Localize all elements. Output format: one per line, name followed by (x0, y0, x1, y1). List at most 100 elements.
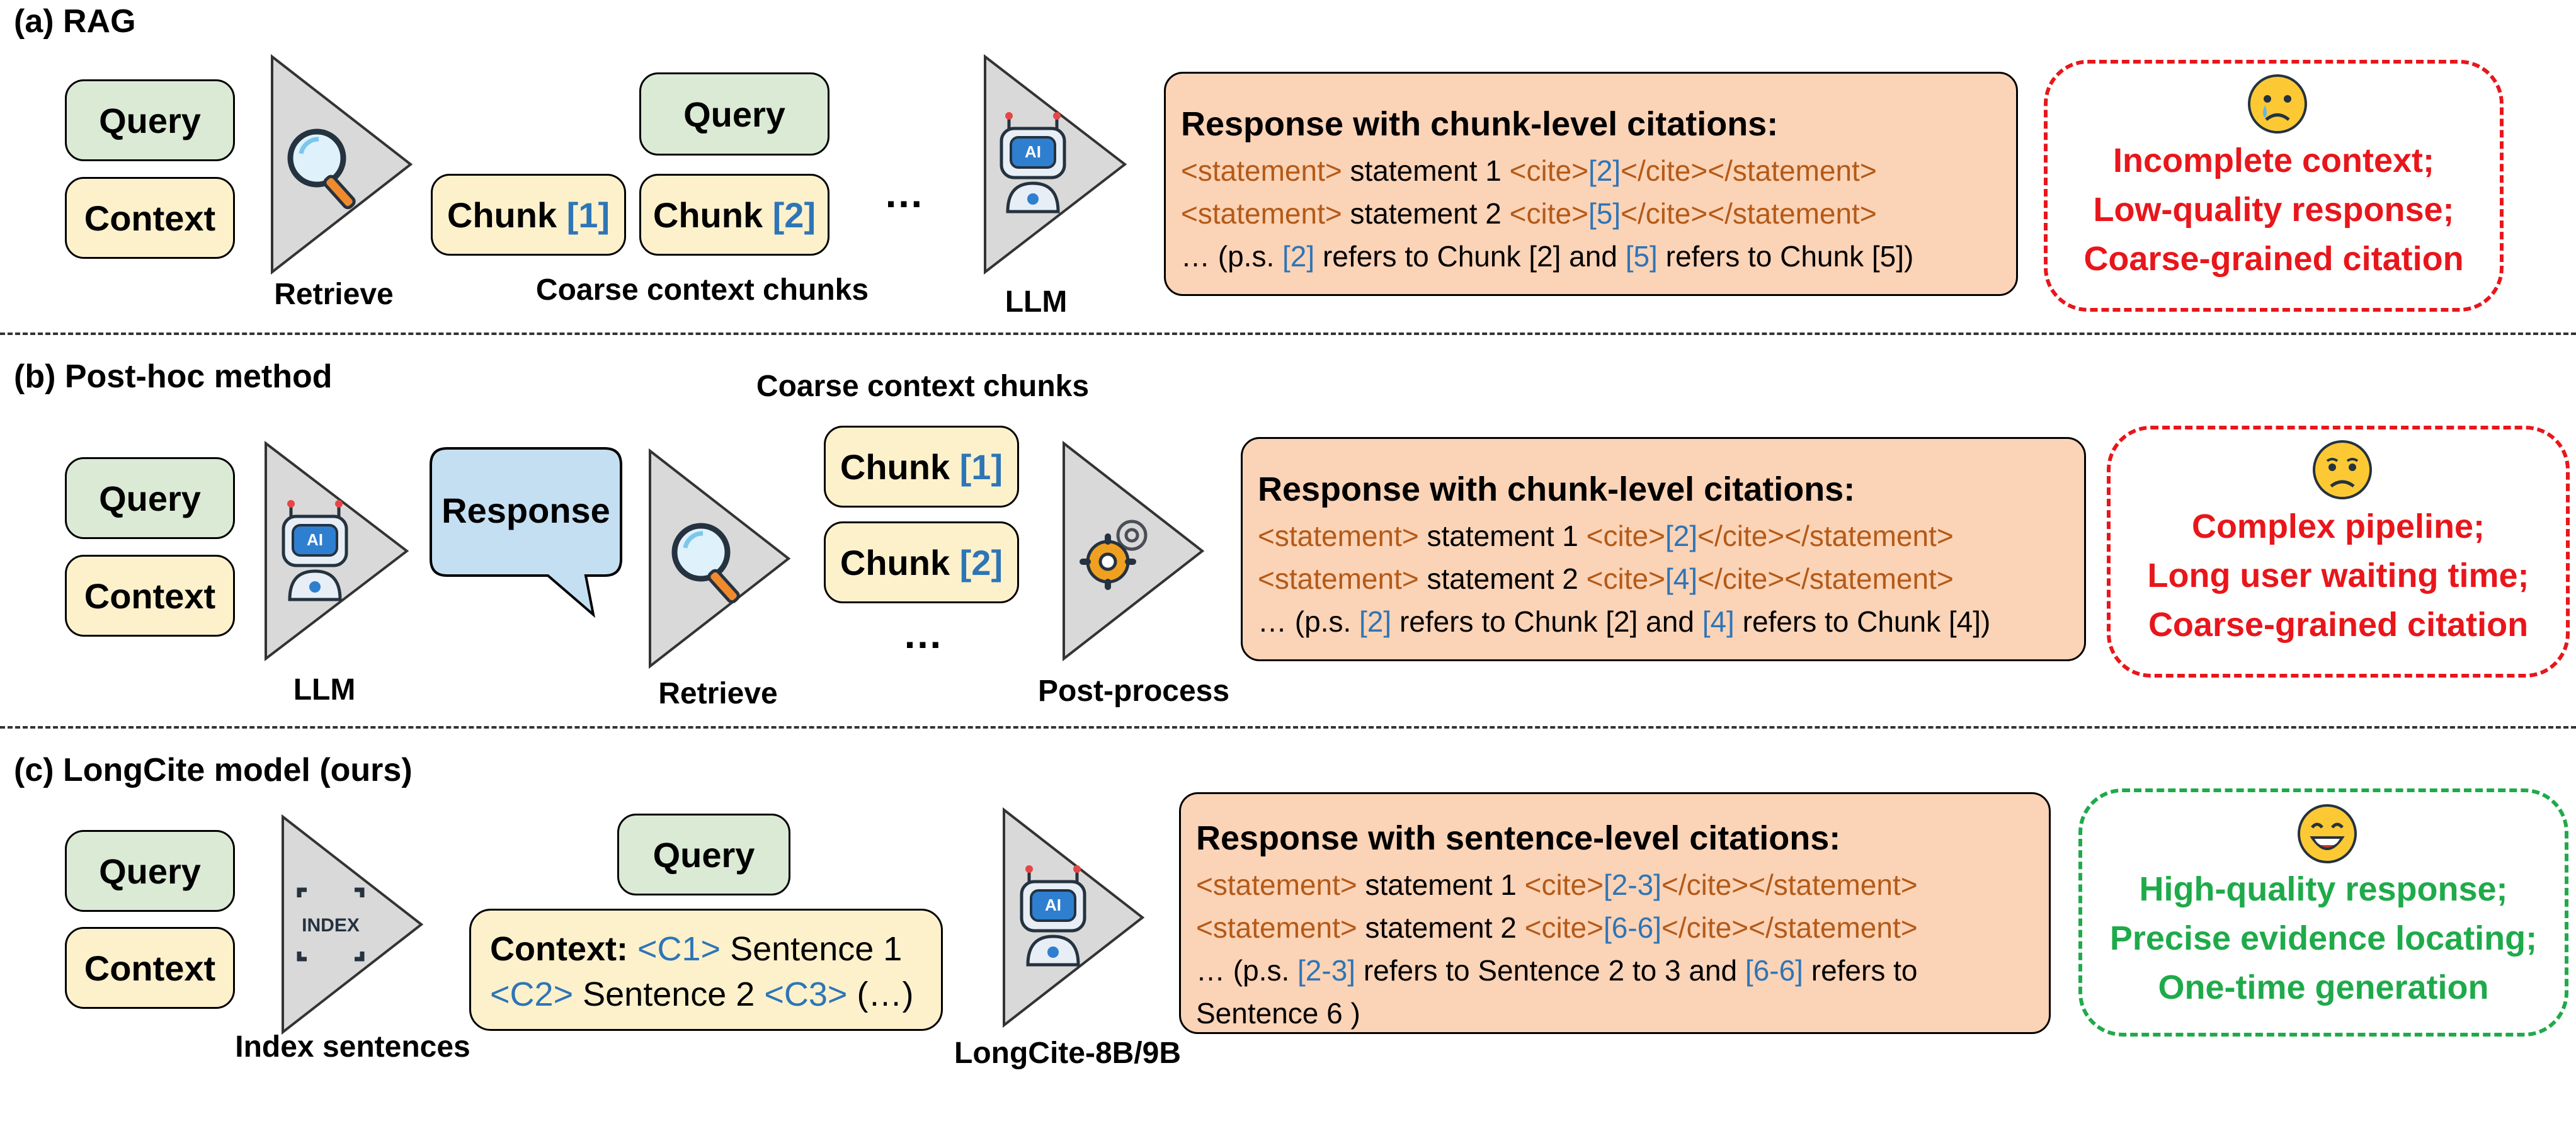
response-bubble: Response (428, 446, 624, 635)
outcome-box-negative: Incomplete context; Low-quality response… (2044, 60, 2504, 312)
outcome-box-negative: Complex pipeline; Long user waiting time… (2107, 426, 2570, 678)
svg-text:AI: AI (1025, 142, 1041, 161)
query-label: Query (683, 94, 785, 134)
retrieve-label: Retrieve (274, 278, 394, 311)
section-c-title: (c) LongCite model (ours) (14, 752, 413, 788)
response-title: Response with chunk-level citations: (1258, 470, 1855, 508)
query-box-2: Query (639, 72, 829, 156)
outcome-line: Precise evidence locating; (2109, 919, 2538, 957)
context-box: Context (65, 927, 235, 1009)
context-line-2: <C2> Sentence 2 <C3> (…) (490, 972, 941, 1017)
note-text: refers to Chunk [2] and (1391, 605, 1702, 638)
response-line-2: <statement> statement 2 <cite>[5]</cite>… (1181, 192, 2016, 235)
citation-ref: [2] (1665, 520, 1698, 552)
arrow-shape (282, 814, 424, 1035)
section-divider (0, 726, 2576, 729)
context-label: Context (84, 576, 216, 616)
section-b-title: (b) Post-hoc method (14, 358, 333, 395)
citation-ref: [2-3] (1603, 868, 1661, 901)
response-line-1: <statement> statement 1 <cite>[2]</cite>… (1181, 149, 2016, 192)
response-line-3: … (p.s. [2] refers to Chunk [2] and [4] … (1258, 600, 2084, 643)
note-text: refers to Chunk [4]) (1734, 605, 1991, 638)
retrieve-label: Retrieve (658, 677, 778, 710)
cite-tag: <cite> (1586, 520, 1665, 552)
magnifier-icon (287, 128, 356, 210)
robot-icon: AI (282, 500, 348, 601)
index-icon-text: INDEX (302, 915, 360, 936)
chunk-ref: [2] (772, 195, 816, 235)
svg-text:AI: AI (307, 530, 323, 549)
note-text: refers to Chunk [2] and (1314, 240, 1626, 273)
chunks-label: Coarse context chunks (756, 370, 1090, 403)
robot-icon: AI (1000, 112, 1066, 213)
response-line-2: <statement> statement 2 <cite>[4]</cite>… (1258, 557, 2084, 600)
llm-arrow: AI (263, 440, 409, 662)
retrieve-arrow (270, 54, 413, 275)
citation-ref: [2-3] (1297, 954, 1356, 987)
chunk-box-1: Chunk [1] (431, 174, 626, 256)
citation-ref: [5] (1588, 197, 1621, 230)
post-process-arrow (1061, 440, 1205, 662)
response-box: Response with chunk-level citations: <st… (1164, 72, 2018, 296)
outcome-line: Low-quality response; (2093, 191, 2454, 229)
index-arrow: INDEX (280, 814, 424, 1035)
chunk-ref: [1] (959, 446, 1003, 487)
response-line-2: <statement> statement 2 <cite>[6-6]</cit… (1196, 906, 2049, 949)
sentence-index: <C3> (764, 975, 848, 1013)
citation-ref: [2] (1588, 154, 1621, 187)
note-text: refers to (1803, 954, 1918, 987)
query-label: Query (99, 851, 201, 891)
statement-tag: <statement> (1181, 154, 1342, 187)
post-process-label: Post-process (1037, 674, 1230, 708)
index-icon: INDEX (297, 887, 365, 962)
svg-text:AI: AI (1045, 895, 1061, 914)
longcite-arrow: AI (1001, 807, 1145, 1028)
context-label: Context: (490, 930, 628, 968)
cite-close-tag: </cite></statement> (1697, 520, 1954, 552)
statement-tag: <statement> (1196, 911, 1357, 944)
response-line-3: … (p.s. [2-3] refers to Sentence 2 to 3 … (1196, 949, 2049, 992)
cite-close-tag: </cite></statement> (1621, 154, 1877, 187)
index-label: Index sentences (235, 1030, 470, 1064)
cite-tag: <cite> (1509, 154, 1588, 187)
context-box: Context (65, 555, 235, 637)
crying-emoji-icon (2248, 74, 2307, 134)
cite-tag: <cite> (1509, 197, 1588, 230)
magnifier-icon (671, 523, 740, 604)
laughing-emoji-icon (2298, 804, 2357, 863)
chunk-box-2: Chunk [2] (824, 521, 1019, 603)
response-line-1: <statement> statement 1 <cite>[2]</cite>… (1258, 514, 2084, 557)
retrieve-arrow (647, 448, 791, 669)
response-box: Response with sentence-level citations: … (1179, 792, 2051, 1034)
robot-icon: AI (1020, 865, 1086, 967)
outcome-line: Coarse-grained citation (2083, 240, 2464, 278)
citation-ref: [2] (1359, 605, 1392, 638)
outcome-box-positive: High-quality response; Precise evidence … (2078, 788, 2568, 1037)
chunk-label: Chunk (840, 446, 950, 487)
cite-tag: <cite> (1586, 562, 1665, 595)
llm-arrow: AI (983, 54, 1127, 275)
note-text: refers to Sentence 2 to 3 and (1355, 954, 1745, 987)
statement-text: statement 2 (1357, 911, 1525, 944)
sentence-index: <C1> (627, 930, 721, 968)
cite-close-tag: </cite></statement> (1621, 197, 1877, 230)
response-box: Response with chunk-level citations: <st… (1241, 437, 2086, 661)
query-box-2: Query (617, 814, 790, 895)
citation-ref: [6-6] (1745, 954, 1803, 987)
ellipsis: … (903, 611, 943, 657)
llm-label: LLM (293, 673, 356, 707)
statement-text: statement 1 (1418, 520, 1587, 552)
chunk-ref: [1] (566, 195, 610, 235)
note-text: … (p.s. (1258, 605, 1360, 638)
cite-close-tag: </cite></statement> (1661, 911, 1918, 944)
cite-close-tag: </cite></statement> (1661, 868, 1918, 901)
llm-label: LLM (1005, 285, 1068, 319)
note-text: … (p.s. (1196, 954, 1298, 987)
sentence-text: Sentence 1 (721, 930, 903, 968)
outcome-line: One-time generation (2158, 969, 2489, 1006)
statement-tag: <statement> (1181, 197, 1342, 230)
response-title: Response with sentence-level citations: (1196, 819, 1841, 857)
context-label: Context (84, 948, 216, 988)
outcome-line: Coarse-grained citation (2148, 606, 2529, 644)
arrow-shape (1063, 440, 1205, 662)
